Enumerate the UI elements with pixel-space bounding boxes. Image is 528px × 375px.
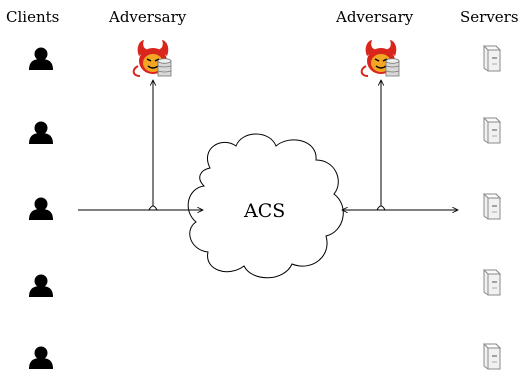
adversary-left-tap-junction (148, 205, 158, 211)
adversary-right-tap-junction (376, 205, 386, 211)
adversary-left-label: Adversary (109, 8, 187, 26)
acs-cloud (187, 133, 344, 279)
clients-column (29, 47, 53, 369)
server-icon (483, 193, 501, 220)
server-icon (483, 45, 501, 72)
servers-column (483, 45, 501, 370)
server-icon (483, 269, 501, 296)
client-icon (29, 121, 53, 144)
servers-label: Servers (460, 8, 519, 26)
server-icon (483, 117, 501, 144)
server-icon (483, 343, 501, 370)
adversary-right-label: Adversary (336, 8, 414, 26)
client-icon (29, 47, 53, 70)
client-icon (29, 197, 53, 220)
client-icon (29, 274, 53, 297)
client-icon (29, 346, 53, 369)
adversary-right-icon (360, 39, 400, 77)
acs-label: ACS (244, 200, 286, 222)
adversary-left-icon (132, 39, 172, 77)
clients-label: Clients (6, 8, 60, 26)
